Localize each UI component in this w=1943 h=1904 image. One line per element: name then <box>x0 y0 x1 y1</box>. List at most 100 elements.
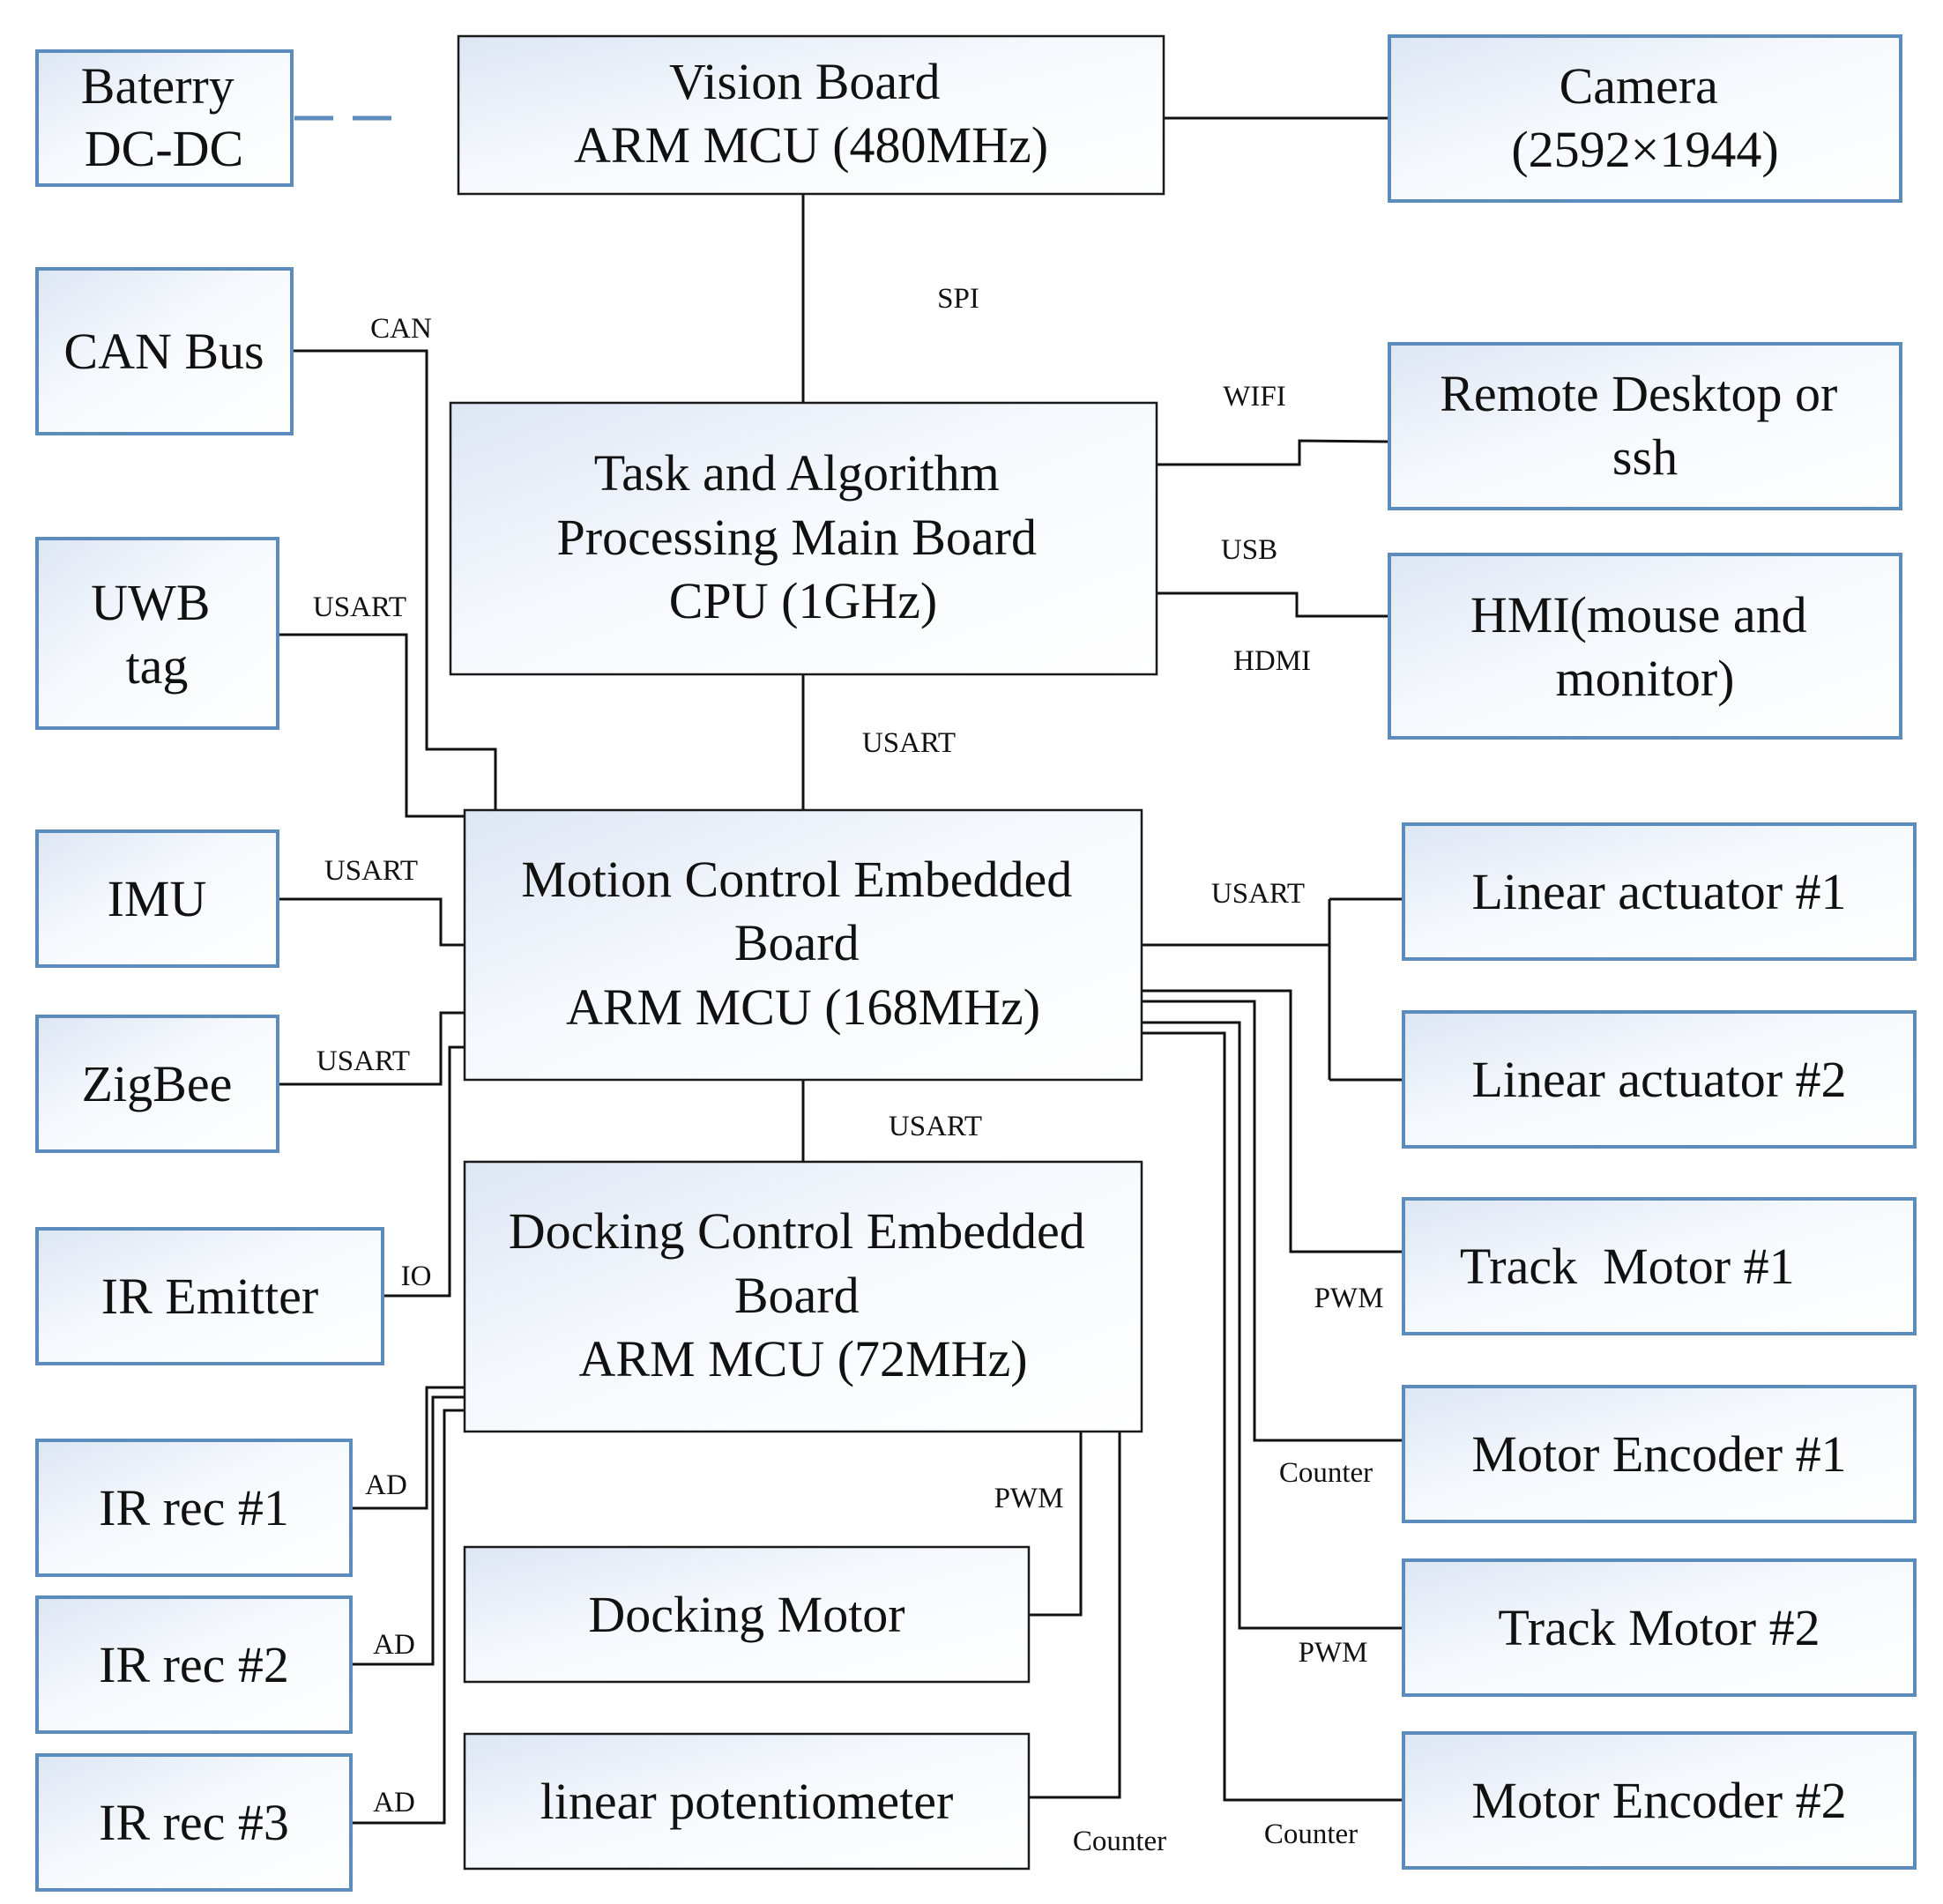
ir-rec-2-line-1: IR rec #2 <box>99 1636 289 1693</box>
ir-rec-3-ad-wire <box>351 1409 465 1825</box>
main-motion-usart-label: USART <box>862 727 956 759</box>
motor-encoder-1-block: Motor Encoder #1 <box>1402 1385 1917 1523</box>
linear-potentiometer-block: linear potentiometer <box>463 1732 1031 1871</box>
zigbee-usart-wire <box>278 1011 465 1086</box>
ad1-label: AD <box>365 1469 407 1501</box>
ad2-label: AD <box>373 1629 415 1661</box>
camera-line-2: (2592×1944) <box>1511 121 1778 178</box>
track2-pwm-label: PWM <box>1299 1637 1368 1669</box>
ir-rec-1-block: IR rec #1 <box>35 1439 353 1577</box>
linear-actuator-2-block: Linear actuator #2 <box>1402 1010 1917 1149</box>
main-board-line-1: Task and Algorithm <box>594 444 1000 502</box>
imu-label: IMU <box>108 870 207 927</box>
battery-label-line-2: DC-DC <box>85 120 243 177</box>
vision-board-block: Vision Board ARM MCU (480MHz) <box>457 34 1165 196</box>
motor-encoder-2-block: Motor Encoder #2 <box>1402 1731 1917 1870</box>
track-motor-1-line-1: Track Motor #1 <box>1460 1238 1795 1295</box>
motion-control-label: Motion Control Embedded Board ARM MCU (1… <box>521 851 1085 1036</box>
docking-motor-line-1: Docking Motor <box>588 1586 904 1643</box>
ir-rec-2-block: IR rec #2 <box>35 1595 353 1734</box>
motor-encoder-1-line-1: Motor Encoder #1 <box>1471 1425 1846 1483</box>
camera-label: Camera (2592×1944) <box>1511 57 1778 178</box>
ir-rec-2-ad-wire <box>351 1395 465 1666</box>
remote-desktop-line-2: ssh <box>1612 428 1678 486</box>
can-wire <box>292 349 497 810</box>
track-motor-1-wire <box>1142 989 1403 1253</box>
linear-potentiometer-line-1: linear potentiometer <box>540 1773 954 1830</box>
docking-control-line-2: Board <box>734 1267 860 1324</box>
encoder-1-wire <box>1142 1000 1403 1442</box>
zigbee-block: ZigBee <box>35 1015 279 1153</box>
linear-actuator-2-label: Linear actuator #2 <box>1471 1051 1846 1108</box>
ir-rec-1-ad-wire <box>351 1386 465 1510</box>
encoder2-counter-label: Counter <box>1264 1818 1358 1850</box>
wifi-wire <box>1157 439 1390 466</box>
camera-block: Camera (2592×1944) <box>1388 34 1902 203</box>
motion-control-line-1: Motion Control Embedded <box>521 851 1072 908</box>
uwb-tag-line-2: tag <box>126 637 189 695</box>
zigbee-label: ZigBee <box>82 1055 233 1112</box>
vision-board-line-1: Vision Board <box>669 53 940 110</box>
ad3-label: AD <box>373 1787 415 1818</box>
imu-line-1: IMU <box>108 870 207 927</box>
usb-hdmi-wire <box>1157 591 1389 618</box>
linear-actuator-2-line-1: Linear actuator #2 <box>1471 1051 1846 1108</box>
track-motor-2-label: Track Motor #2 <box>1498 1599 1820 1656</box>
motion-control-line-3: ARM MCU (168MHz) <box>566 978 1040 1036</box>
linear-actuator-1-line-1: Linear actuator #1 <box>1471 863 1846 920</box>
battery-block: Baterry DC-DC <box>35 49 294 187</box>
hmi-label: HMI(mouse and monitor) <box>1470 586 1820 707</box>
can-bus-line-1: CAN Bus <box>63 323 264 380</box>
motion-control-block: Motion Control Embedded Board ARM MCU (1… <box>463 808 1143 1082</box>
linear-actuator-1-block: Linear actuator #1 <box>1402 822 1917 961</box>
battery-label-line-1: Baterry <box>81 57 234 115</box>
linear-actuator-1-label: Linear actuator #1 <box>1471 863 1846 920</box>
track-motor-2-line-1: Track Motor #2 <box>1498 1599 1820 1656</box>
hmi-line-2: monitor) <box>1556 650 1735 707</box>
main-board-label: Task and Algorithm Processing Main Board… <box>557 444 1050 629</box>
hmi-line-1: HMI(mouse and <box>1470 586 1807 643</box>
hdmi-label: HDMI <box>1233 645 1311 677</box>
can-bus-label: CAN Bus <box>63 323 264 380</box>
remote-desktop-line-1: Remote Desktop or <box>1440 365 1837 422</box>
docking-motor-pwm-wire <box>1029 1432 1083 1617</box>
can-bus-block: CAN Bus <box>35 267 294 435</box>
can-label: CAN <box>370 313 432 345</box>
ir-emitter-block: IR Emitter <box>35 1227 384 1365</box>
imu-usart-wire <box>278 897 465 947</box>
remote-desktop-label: Remote Desktop or ssh <box>1440 365 1850 486</box>
track-motor-1-label: Track Motor #1 <box>1460 1238 1795 1295</box>
uwb-usart-label: USART <box>313 591 406 623</box>
usb-label: USB <box>1221 534 1277 566</box>
linear-potentiometer-label: linear potentiometer <box>540 1773 954 1830</box>
ir-rec-2-label: IR rec #2 <box>99 1636 289 1693</box>
track-motor-2-wire <box>1142 1021 1403 1630</box>
track1-pwm-label: PWM <box>1314 1283 1384 1314</box>
zigbee-line-1: ZigBee <box>82 1055 233 1112</box>
motion-control-line-2: Board <box>734 914 860 971</box>
ir-rec-1-line-1: IR rec #1 <box>99 1479 289 1536</box>
docking-pwm-label: PWM <box>994 1483 1064 1514</box>
motor-encoder-1-label: Motor Encoder #1 <box>1471 1425 1846 1483</box>
docking-control-line-3: ARM MCU (72MHz) <box>578 1330 1027 1387</box>
uwb-tag-line-1: UWB <box>91 574 210 631</box>
spi-label: SPI <box>937 283 979 315</box>
wifi-label: WIFI <box>1223 381 1285 413</box>
signal-labels: SPI CAN WIFI USB HDMI USART USART USART … <box>313 283 1384 1857</box>
uwb-tag-label: UWB tag <box>91 574 223 695</box>
imu-usart-label: USART <box>324 855 418 887</box>
track-motor-1-block: Track Motor #1 <box>1402 1197 1917 1335</box>
battery-label: Baterry DC-DC <box>81 57 247 177</box>
motor-encoder-2-line-1: Motor Encoder #2 <box>1471 1772 1846 1829</box>
actuator-usart-label: USART <box>1211 878 1305 910</box>
vision-board-label: Vision Board ARM MCU (480MHz) <box>574 53 1048 174</box>
ir-emitter-label: IR Emitter <box>101 1268 318 1325</box>
hmi-block: HMI(mouse and monitor) <box>1388 553 1902 740</box>
docking-control-block: Docking Control Embedded Board ARM MCU (… <box>463 1160 1143 1433</box>
main-board-line-2: Processing Main Board <box>557 509 1038 566</box>
ir-emitter-io-wire <box>383 1045 465 1298</box>
docking-motor-block: Docking Motor <box>463 1545 1031 1684</box>
ir-rec-3-line-1: IR rec #3 <box>99 1794 289 1851</box>
ir-rec-3-block: IR rec #3 <box>35 1753 353 1892</box>
uwb-tag-block: UWB tag <box>35 537 279 730</box>
